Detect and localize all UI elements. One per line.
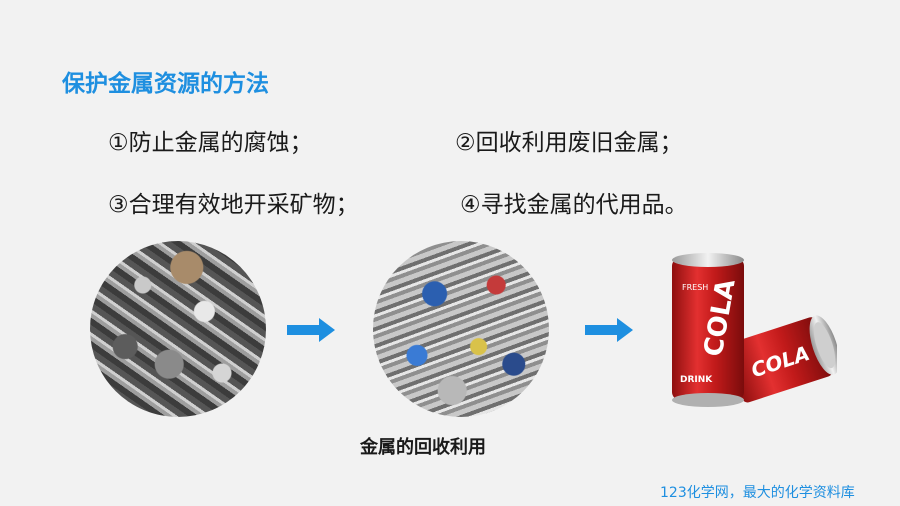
right-arrow-icon <box>287 318 335 342</box>
scrap-metal-image <box>90 241 266 417</box>
image-caption: 金属的回收利用 <box>360 437 486 458</box>
slide-title: 保护金属资源的方法 <box>62 71 269 97</box>
method-4: ④寻找金属的代用品。 <box>460 192 688 218</box>
can-drink-text: DRINK <box>680 375 713 385</box>
cola-cans-image: COLA COLA DRINK FRESH <box>672 253 837 407</box>
compressed-cans-image <box>373 241 549 417</box>
can-fresh-text: FRESH <box>682 283 708 292</box>
method-1: ①防止金属的腐蚀； <box>108 130 313 156</box>
footer-watermark: 123化学网，最大的化学资料库 <box>660 485 855 501</box>
method-2: ②回收利用废旧金属； <box>455 130 683 156</box>
right-arrow-icon <box>585 318 633 342</box>
method-3: ③合理有效地开采矿物； <box>108 192 359 218</box>
